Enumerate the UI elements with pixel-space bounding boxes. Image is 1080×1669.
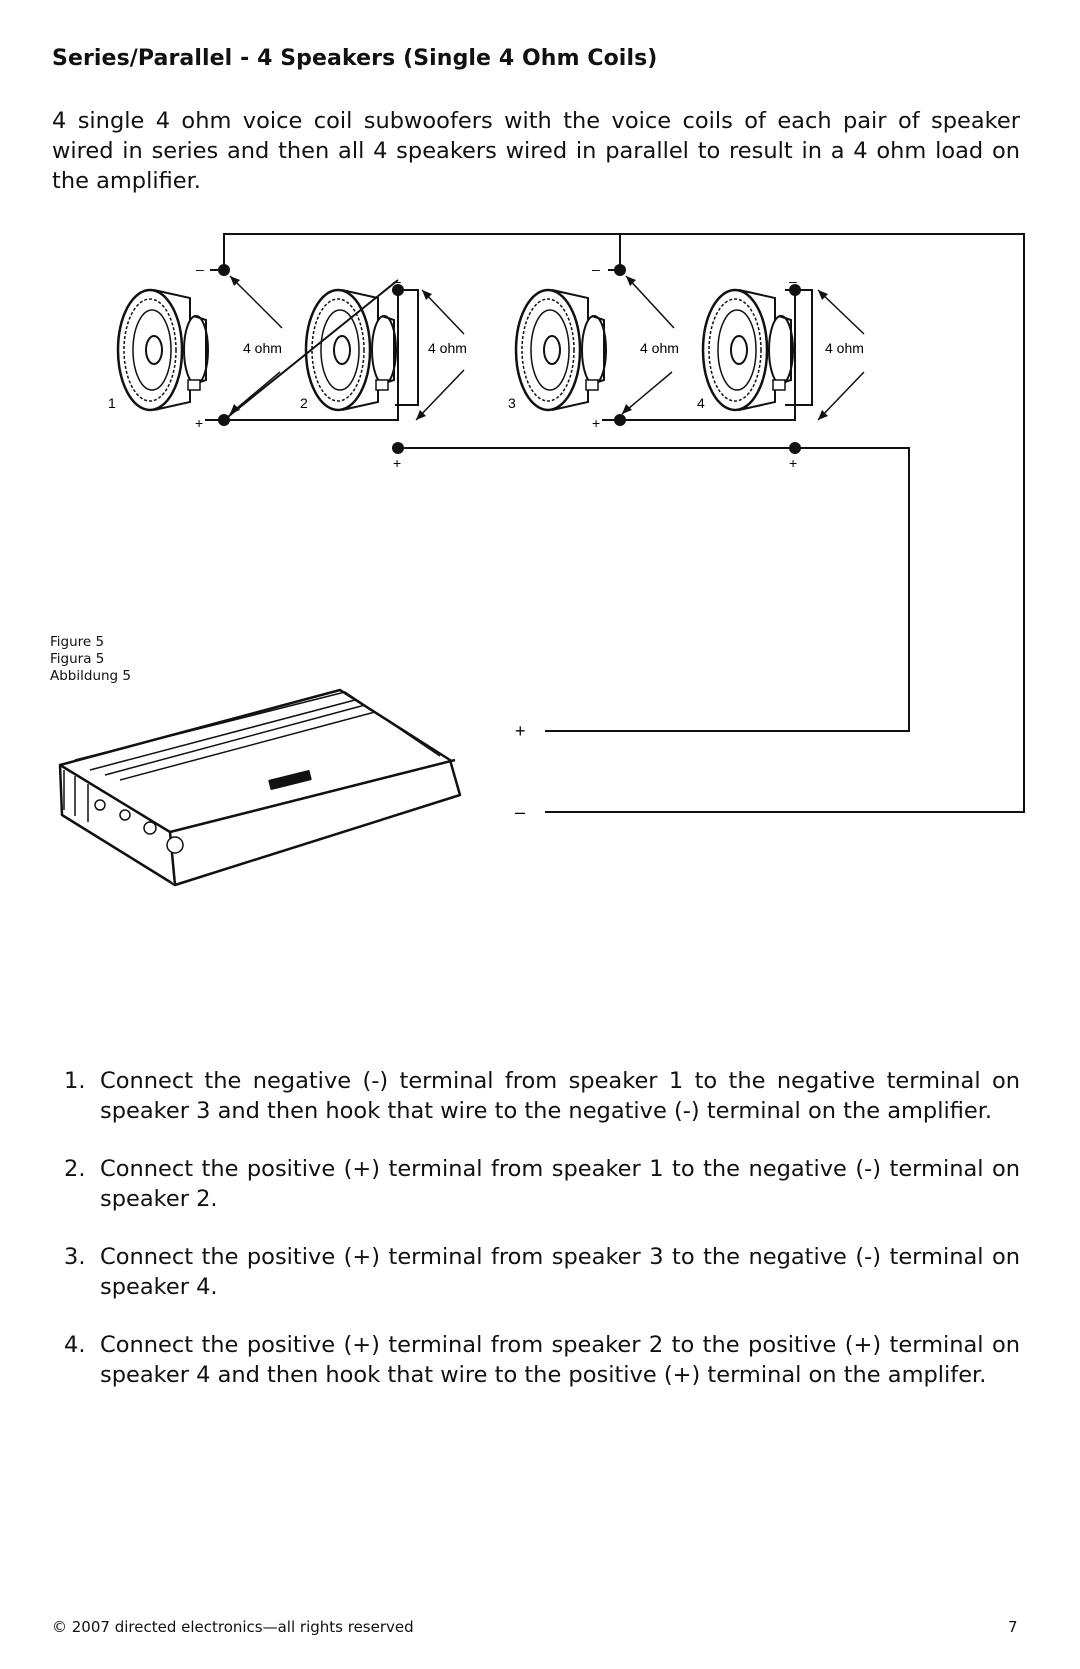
positive-bus-wire [223,279,910,732]
plus-label: + [789,455,797,471]
speaker-number-4: 4 [697,395,705,411]
speaker-number-3: 3 [508,395,516,411]
step-item: 3. Connect the positive (+) terminal from… [64,1242,1020,1302]
impedance-label-2: 4 ohm [428,340,467,356]
page-number: 7 [1008,1618,1018,1636]
figure-caption-de: Abbildung 5 [50,668,132,684]
instruction-steps: 1. Connect the negative (-) terminal from… [64,1066,1020,1418]
speaker-2-icon [304,288,398,412]
step-item: 2. Connect the positive (+) terminal from… [64,1154,1020,1214]
step-item: 4. Connect the positive (+) terminal from… [64,1330,1020,1390]
step-text: Connect the positive (+) terminal from s… [100,1332,1020,1388]
plus-label: + [592,415,600,431]
speaker-4-icon [701,288,795,412]
amp-plus-label: + [515,721,526,741]
speaker-1-icon [116,288,210,412]
series-links [224,285,796,421]
impedance-label-3: 4 ohm [640,340,679,356]
impedance-label-4: 4 ohm [825,340,864,356]
amp-minus-label: – [515,802,525,822]
plus-label: + [393,455,401,471]
figure-caption-en: Figure 5 [50,634,105,650]
step-number: 4. [64,1332,86,1358]
copyright-notice: © 2007 directed electronics—all rights r… [52,1618,414,1636]
minus-label: – [592,261,600,277]
impedance-label-1: 4 ohm [243,340,282,356]
amplifier-icon [58,688,462,887]
minus-label: – [196,261,204,277]
speaker-number-2: 2 [300,395,308,411]
plus-label: + [195,415,203,431]
minus-label: – [789,273,797,289]
step-text: Connect the positive (+) terminal from s… [100,1156,1020,1212]
step-item: 1. Connect the negative (-) terminal from… [64,1066,1020,1126]
minus-label: – [393,273,401,289]
step-text: Connect the negative (-) terminal from s… [100,1068,1020,1124]
speaker-number-1: 1 [108,395,116,411]
terminal-dots [218,264,801,454]
figure-caption-es: Figura 5 [50,651,105,667]
step-number: 2. [64,1156,86,1182]
step-number: 1. [64,1068,86,1094]
figure-caption: Figure 5 Figura 5 Abbildung 5 [50,634,131,685]
speaker-3-icon [514,288,608,412]
step-number: 3. [64,1244,86,1270]
page-title: Series/Parallel - 4 Speakers (Single 4 O… [52,46,658,71]
intro-paragraph: 4 single 4 ohm voice coil subwoofers wit… [52,108,1020,194]
impedance-arrows [229,275,865,421]
step-text: Connect the positive (+) terminal from s… [100,1244,1020,1300]
arrow-heads [230,276,828,420]
